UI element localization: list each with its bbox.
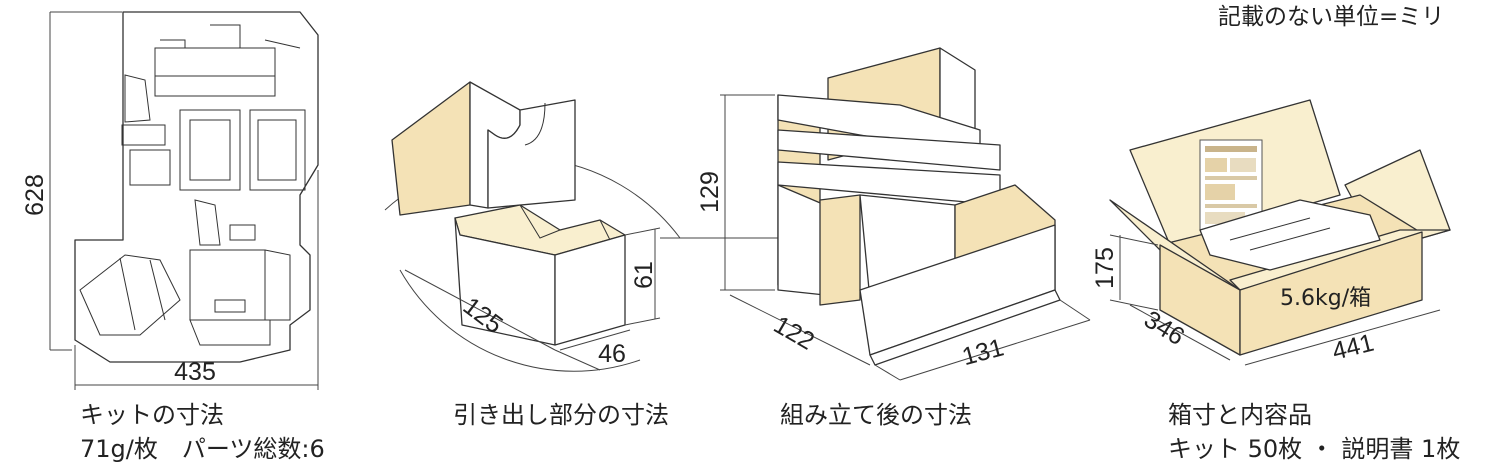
drawer-height-label: 61 [630, 261, 658, 289]
kit-width-label: 435 [174, 358, 216, 386]
box-weight-label: 5.6kg/箱 [1280, 286, 1372, 311]
drawer-width-label: 46 [598, 340, 626, 368]
assembled-caption: 組み立て後の寸法 [780, 401, 972, 429]
box-caption-line2: キット 50枚 ・ 説明書 1枚 [1168, 435, 1461, 463]
assembled-stand [720, 47, 1091, 381]
box-height-label: 175 [1091, 247, 1119, 289]
kit-caption-line2: 71g/枚 パーツ総数:6 [80, 435, 325, 463]
units-note: 記載のない単位=ミリ [1218, 4, 1445, 30]
assembled-width-label: 131 [959, 333, 1007, 371]
shipping-box [1109, 99, 1451, 366]
assembled-height-label: 129 [696, 171, 724, 213]
kit-height-label: 628 [21, 174, 49, 216]
box-caption-line1: 箱寸と内容品 [1168, 401, 1312, 429]
drawer-caption: 引き出し部分の寸法 [453, 401, 669, 429]
box-width-label: 441 [1329, 329, 1376, 366]
drawer-detail [384, 81, 681, 372]
kit-caption-line1: キットの寸法 [80, 401, 224, 429]
kit-flat-sheet [74, 11, 319, 363]
assembled-depth-label: 122 [769, 311, 819, 356]
kit-dimension-lines [49, 11, 319, 390]
